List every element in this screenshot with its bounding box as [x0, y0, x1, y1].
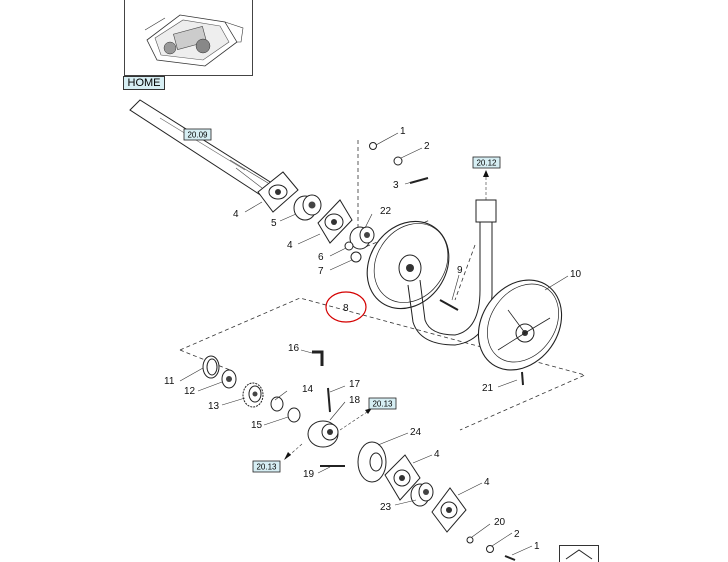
pin-part-17: [327, 387, 331, 413]
flange-bearing-upper: [257, 171, 299, 213]
drive-shaft: [129, 99, 276, 197]
leader-lines: [179, 132, 569, 556]
label-24[interactable]: 24: [410, 427, 422, 438]
ref-label-20-13-left: 20.13: [256, 463, 277, 472]
seal-part-11: [202, 355, 220, 379]
label-20[interactable]: 20: [494, 517, 506, 528]
label-23[interactable]: 23: [380, 502, 392, 513]
label-4-d[interactable]: 4: [484, 477, 490, 488]
ref-label-20-09: 20.09: [187, 131, 208, 140]
plate-part-24: [357, 441, 387, 483]
bearing-part-23: [410, 482, 434, 507]
lower-fasteners: [466, 536, 516, 561]
home-button[interactable]: HOME: [123, 76, 165, 90]
label-19[interactable]: 19: [303, 469, 315, 480]
label-11[interactable]: 11: [164, 376, 175, 387]
ring-part-14: [270, 396, 284, 412]
nut-part-7: [350, 251, 362, 263]
flange-bearing-lower-2: [431, 487, 467, 533]
overview-thumbnail[interactable]: [124, 0, 253, 76]
collar-part-22: [349, 226, 375, 250]
washer-part-6: [344, 241, 354, 251]
label-10[interactable]: 10: [570, 269, 582, 280]
gear-part-13: [242, 382, 264, 408]
label-17[interactable]: 17: [349, 379, 361, 390]
label-6[interactable]: 6: [318, 252, 324, 263]
bolt-part-21: [521, 371, 524, 386]
up-chevron-icon[interactable]: [559, 545, 599, 562]
label-22[interactable]: 22: [380, 206, 392, 217]
label-14[interactable]: 14: [302, 384, 314, 395]
label-18[interactable]: 18: [349, 395, 361, 406]
bearing-part-12: [221, 369, 237, 389]
label-9[interactable]: 9: [457, 265, 463, 276]
label-4-a[interactable]: 4: [233, 209, 239, 220]
label-2-upper[interactable]: 2: [424, 141, 430, 152]
pulley-part-10: [477, 279, 563, 371]
lower-dashed-frame-top: [179, 297, 587, 431]
leader-dashed: [454, 244, 476, 301]
label-16[interactable]: 16: [288, 343, 300, 354]
label-12[interactable]: 12: [184, 386, 196, 397]
highlight-ring: [325, 291, 367, 323]
ref-box-20-09[interactable]: 20.09: [183, 128, 212, 141]
ref-arrow-lines: [284, 170, 489, 460]
chevron-graphic: [565, 549, 593, 560]
bearing-part-5: [293, 194, 322, 221]
label-2-lower[interactable]: 2: [514, 529, 520, 540]
label-21[interactable]: 21: [482, 383, 494, 394]
label-3[interactable]: 3: [393, 180, 399, 191]
label-13[interactable]: 13: [208, 401, 220, 412]
lower-dashed-frame-left: [179, 349, 231, 371]
label-4-b[interactable]: 4: [287, 240, 293, 251]
ref-box-20-13-right[interactable]: 20.13: [368, 397, 397, 410]
machine-thumbnail-image: [144, 14, 244, 67]
part-labels: 1 2 3 4 5 4 6 7 22 8 9 10 21 16 11 12 13…: [164, 126, 582, 552]
ref-label-20-13-right: 20.13: [372, 400, 393, 409]
label-15[interactable]: 15: [251, 420, 263, 431]
belt-loop-part-9: [407, 199, 497, 346]
label-5[interactable]: 5: [271, 218, 277, 229]
flange-bearing-second: [317, 199, 353, 244]
label-1-upper[interactable]: 1: [400, 126, 406, 137]
hub-part-18: [307, 420, 339, 448]
ref-label-20-12: 20.12: [476, 159, 497, 168]
washer-part-15: [287, 407, 301, 423]
flange-bearing-lower-1: [384, 454, 421, 501]
label-1-lower[interactable]: 1: [534, 541, 540, 552]
upper-fasteners: [369, 142, 429, 184]
ref-box-20-13-left[interactable]: 20.13: [252, 460, 281, 473]
pulley-disc-part-8: [366, 220, 450, 310]
label-7[interactable]: 7: [318, 266, 324, 277]
ref-box-20-12[interactable]: 20.12: [472, 156, 501, 169]
label-4-c[interactable]: 4: [434, 449, 440, 460]
label-8[interactable]: 8: [343, 303, 349, 314]
elbow-fitting-part-16: [312, 350, 324, 366]
